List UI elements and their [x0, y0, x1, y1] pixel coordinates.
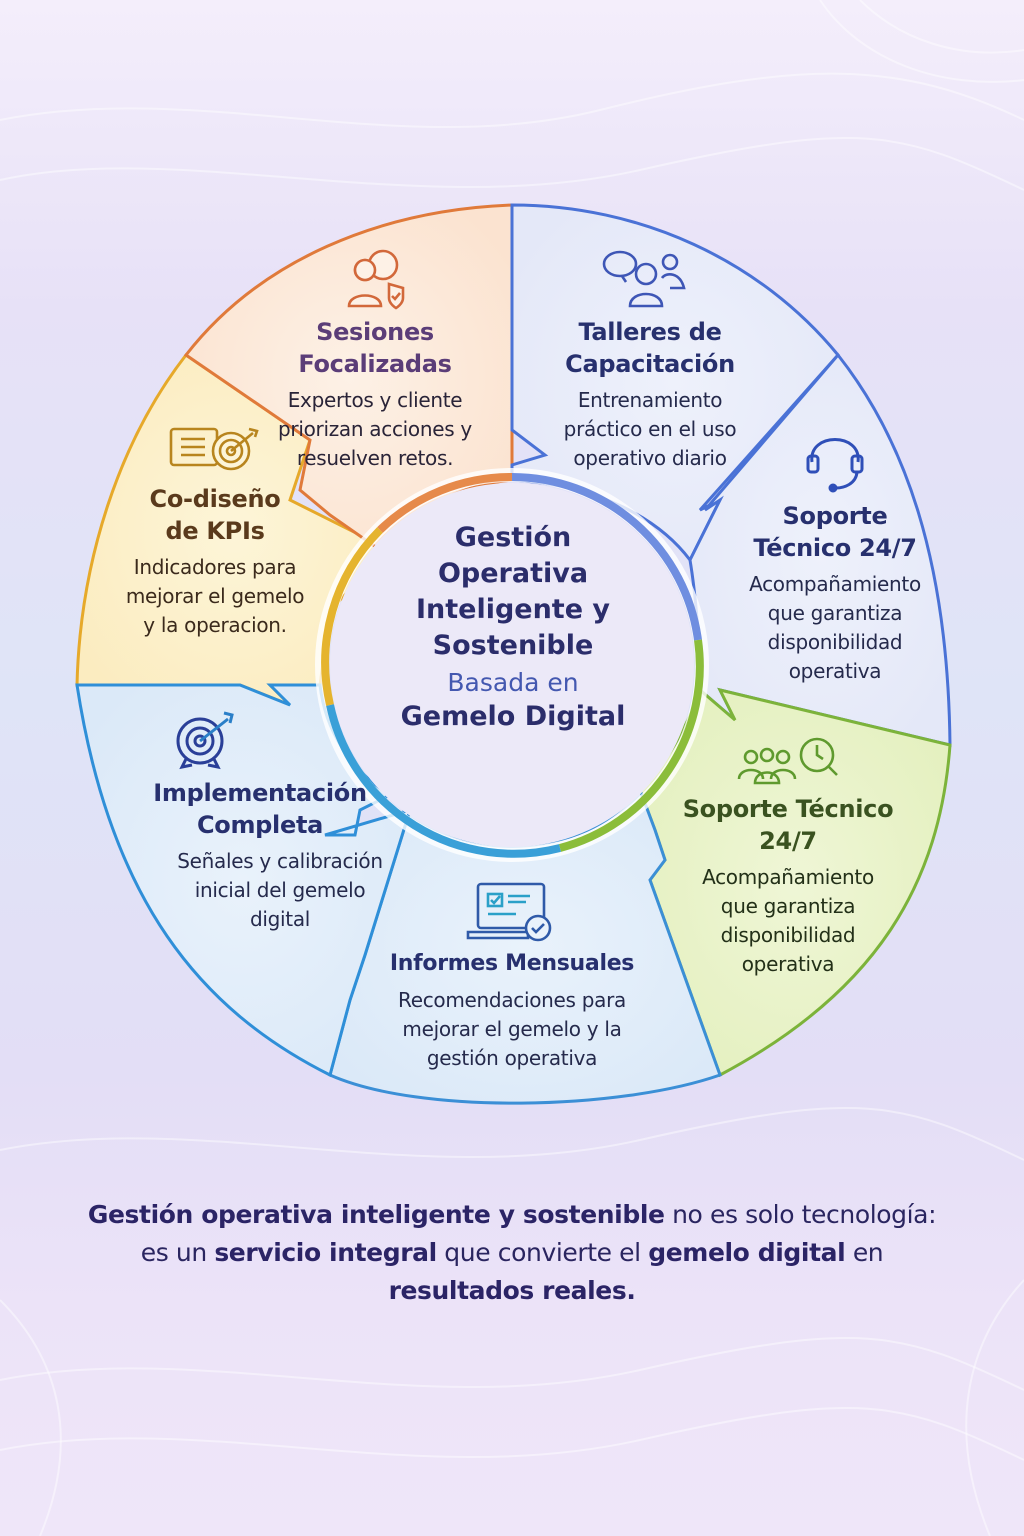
center-title-block: Gestión Operativa Inteligente y Sostenib…: [330, 520, 696, 734]
segment-title-line: Focalizadas: [298, 350, 452, 378]
segment-desc-line: disponibilidad: [767, 630, 903, 654]
segment-desc-line: digital: [249, 907, 311, 931]
segment-title-line: 24/7: [759, 827, 817, 855]
center-title: Gestión Operativa Inteligente y Sostenib…: [415, 522, 611, 661]
center-subtitle-strong: Gemelo Digital: [400, 701, 626, 732]
segment-title-line: Técnico 24/7: [753, 534, 917, 562]
segment-title-line: Soporte Técnico: [682, 795, 894, 823]
center-subtitle: Basada en: [447, 668, 579, 697]
headset-icon: [806, 438, 864, 493]
segment-desc-line: Señales y calibración: [177, 849, 383, 873]
target-arrow-icon: [176, 711, 234, 770]
footer-text: es un: [140, 1238, 215, 1267]
segment-desc-line: priorizan acciones y: [278, 417, 472, 441]
segment-desc-line: Recomendaciones para: [398, 988, 626, 1012]
segment-desc-line: Entrenamiento: [577, 388, 723, 412]
segment-title-line: Talleres de: [578, 318, 722, 346]
footer-text: que convierte el: [436, 1238, 649, 1267]
people-speech-bubble-icon: [602, 250, 686, 308]
segment-title-line: Completa: [196, 811, 324, 839]
segment-desc-line: práctico en el uso: [563, 417, 737, 441]
segment-desc-line: resuelven retos.: [296, 446, 454, 470]
segment-title-line: de KPIs: [165, 517, 265, 545]
segment-informes-label: Informes Mensuales Recomendaciones para m…: [362, 880, 662, 1073]
segment-desc-line: operativa: [741, 952, 835, 976]
team-clock-icon: [737, 737, 838, 785]
segment-talleres-label: Talleres de Capacitación Entrenamiento prá…: [530, 248, 770, 473]
segment-desc-line: mejorar el gemelo y la: [402, 1017, 622, 1041]
segment-desc-line: gestión operativa: [426, 1046, 598, 1070]
segment-title-line: Soporte: [782, 502, 888, 530]
people-shield-check-icon: [347, 249, 405, 310]
laptop-report-check-icon: [466, 882, 552, 942]
segment-desc-line: Acompañamiento: [749, 572, 921, 596]
footer-statement: Gestión operativa inteligente y sostenib…: [40, 1196, 984, 1310]
segment-soporte-2-label: Soporte Técnico 24/7 Acompañamiento que ga…: [668, 735, 908, 979]
segment-title-line: Sesiones: [316, 318, 434, 346]
segment-desc-line: mejorar el gemelo: [125, 584, 305, 608]
segment-desc-line: que garantiza: [767, 601, 903, 625]
cycle-diagram: [75, 203, 952, 1105]
segment-kpis-label: Co-diseño de KPIs Indicadores para mejorar…: [95, 425, 335, 640]
footer-bold: resultados reales.: [388, 1276, 636, 1305]
segment-desc-line: que garantiza: [720, 894, 856, 918]
segment-title-line: Capacitación: [565, 350, 735, 378]
segment-desc-line: y la operacion.: [143, 613, 287, 637]
segment-desc-line: Acompañamiento: [702, 865, 874, 889]
segment-soporte-1: [688, 352, 952, 747]
segment-desc-line: operativo diario: [573, 446, 727, 470]
segment-title-line: Co-diseño: [149, 485, 281, 513]
footer-bold: Gestión operativa inteligente y sostenib…: [87, 1200, 665, 1229]
footer-bold: gemelo digital: [648, 1238, 846, 1267]
segment-desc-line: Indicadores para: [133, 555, 297, 579]
segment-desc-line: operativa: [788, 659, 882, 683]
segment-desc-line: disponibilidad: [720, 923, 856, 947]
footer-text: en: [845, 1238, 884, 1267]
document-target-icon: [169, 427, 259, 471]
center-circle: [330, 483, 694, 847]
segment-desc-line: inicial del gemelo: [194, 878, 366, 902]
footer-bold: servicio integral: [214, 1238, 437, 1267]
footer-text: no es solo tecnología:: [664, 1200, 937, 1229]
segment-title-line: Informes Mensuales: [389, 951, 635, 976]
segment-desc-line: Expertos y cliente: [287, 388, 463, 412]
segment-title-line: Implementación: [153, 779, 367, 807]
